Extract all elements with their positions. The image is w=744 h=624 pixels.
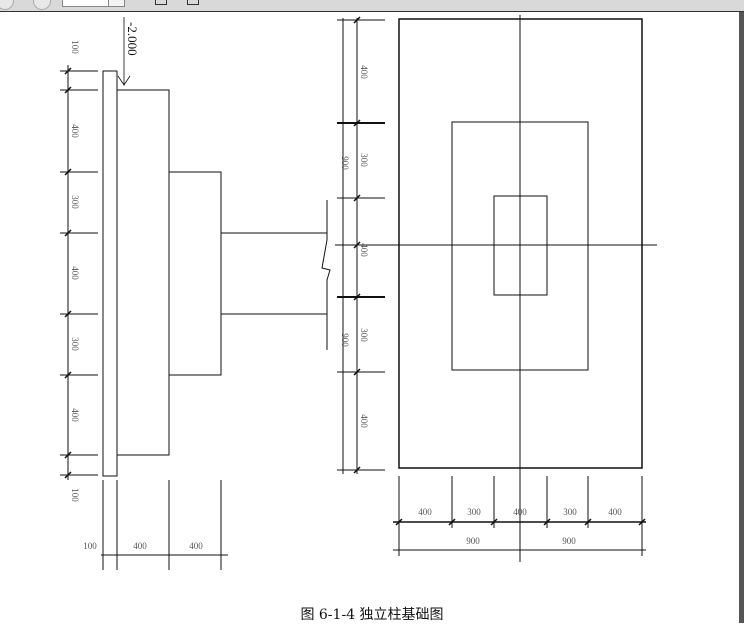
- dimension-label: 400: [133, 541, 147, 551]
- dimension-label: 400: [359, 414, 369, 428]
- dimension-label: 900: [340, 156, 350, 170]
- dimension-label: 400: [359, 243, 369, 257]
- plan-view: [335, 15, 657, 562]
- dimension-label: 100: [70, 40, 80, 54]
- fit-width-icon[interactable]: [187, 0, 199, 5]
- section-view: [60, 17, 331, 570]
- dimension-label: 400: [70, 124, 80, 138]
- scrollbar[interactable]: [739, 12, 744, 623]
- page-count-field: [108, 0, 125, 7]
- dimension-label: 400: [70, 408, 80, 422]
- viewer-toolbar: [0, 0, 744, 12]
- elevation-label: -2.000: [125, 22, 140, 56]
- dimension-label: 100: [83, 541, 97, 551]
- dimension-label: 100: [70, 488, 80, 502]
- dimension-label: 300: [359, 328, 369, 342]
- page-number-input[interactable]: [62, 0, 110, 7]
- dimension-label: 300: [70, 337, 80, 351]
- dimension-label: 400: [359, 65, 369, 79]
- dimension-label: 300: [359, 153, 369, 167]
- dimension-label: 400: [608, 507, 622, 517]
- dimension-label: 300: [467, 507, 481, 517]
- dimension-label: 900: [466, 536, 480, 546]
- dimension-label: 300: [70, 195, 80, 209]
- dimension-label: 900: [340, 333, 350, 347]
- dimension-label: 900: [562, 536, 576, 546]
- back-button[interactable]: [0, 0, 14, 10]
- forward-button[interactable]: [33, 0, 51, 10]
- dimension-label: 400: [70, 266, 80, 280]
- dimension-label: 400: [189, 541, 203, 551]
- dimension-label: 400: [513, 507, 527, 517]
- dimension-label: 300: [563, 507, 577, 517]
- fit-page-icon[interactable]: [155, 0, 167, 5]
- foundation-drawing: -2.000 100 400 300 400 300 400 100 100 400 400 40…: [60, 15, 657, 570]
- figure-caption: 图 6-1-4 独立柱基础图: [300, 607, 444, 623]
- dimension-label: 400: [418, 507, 432, 517]
